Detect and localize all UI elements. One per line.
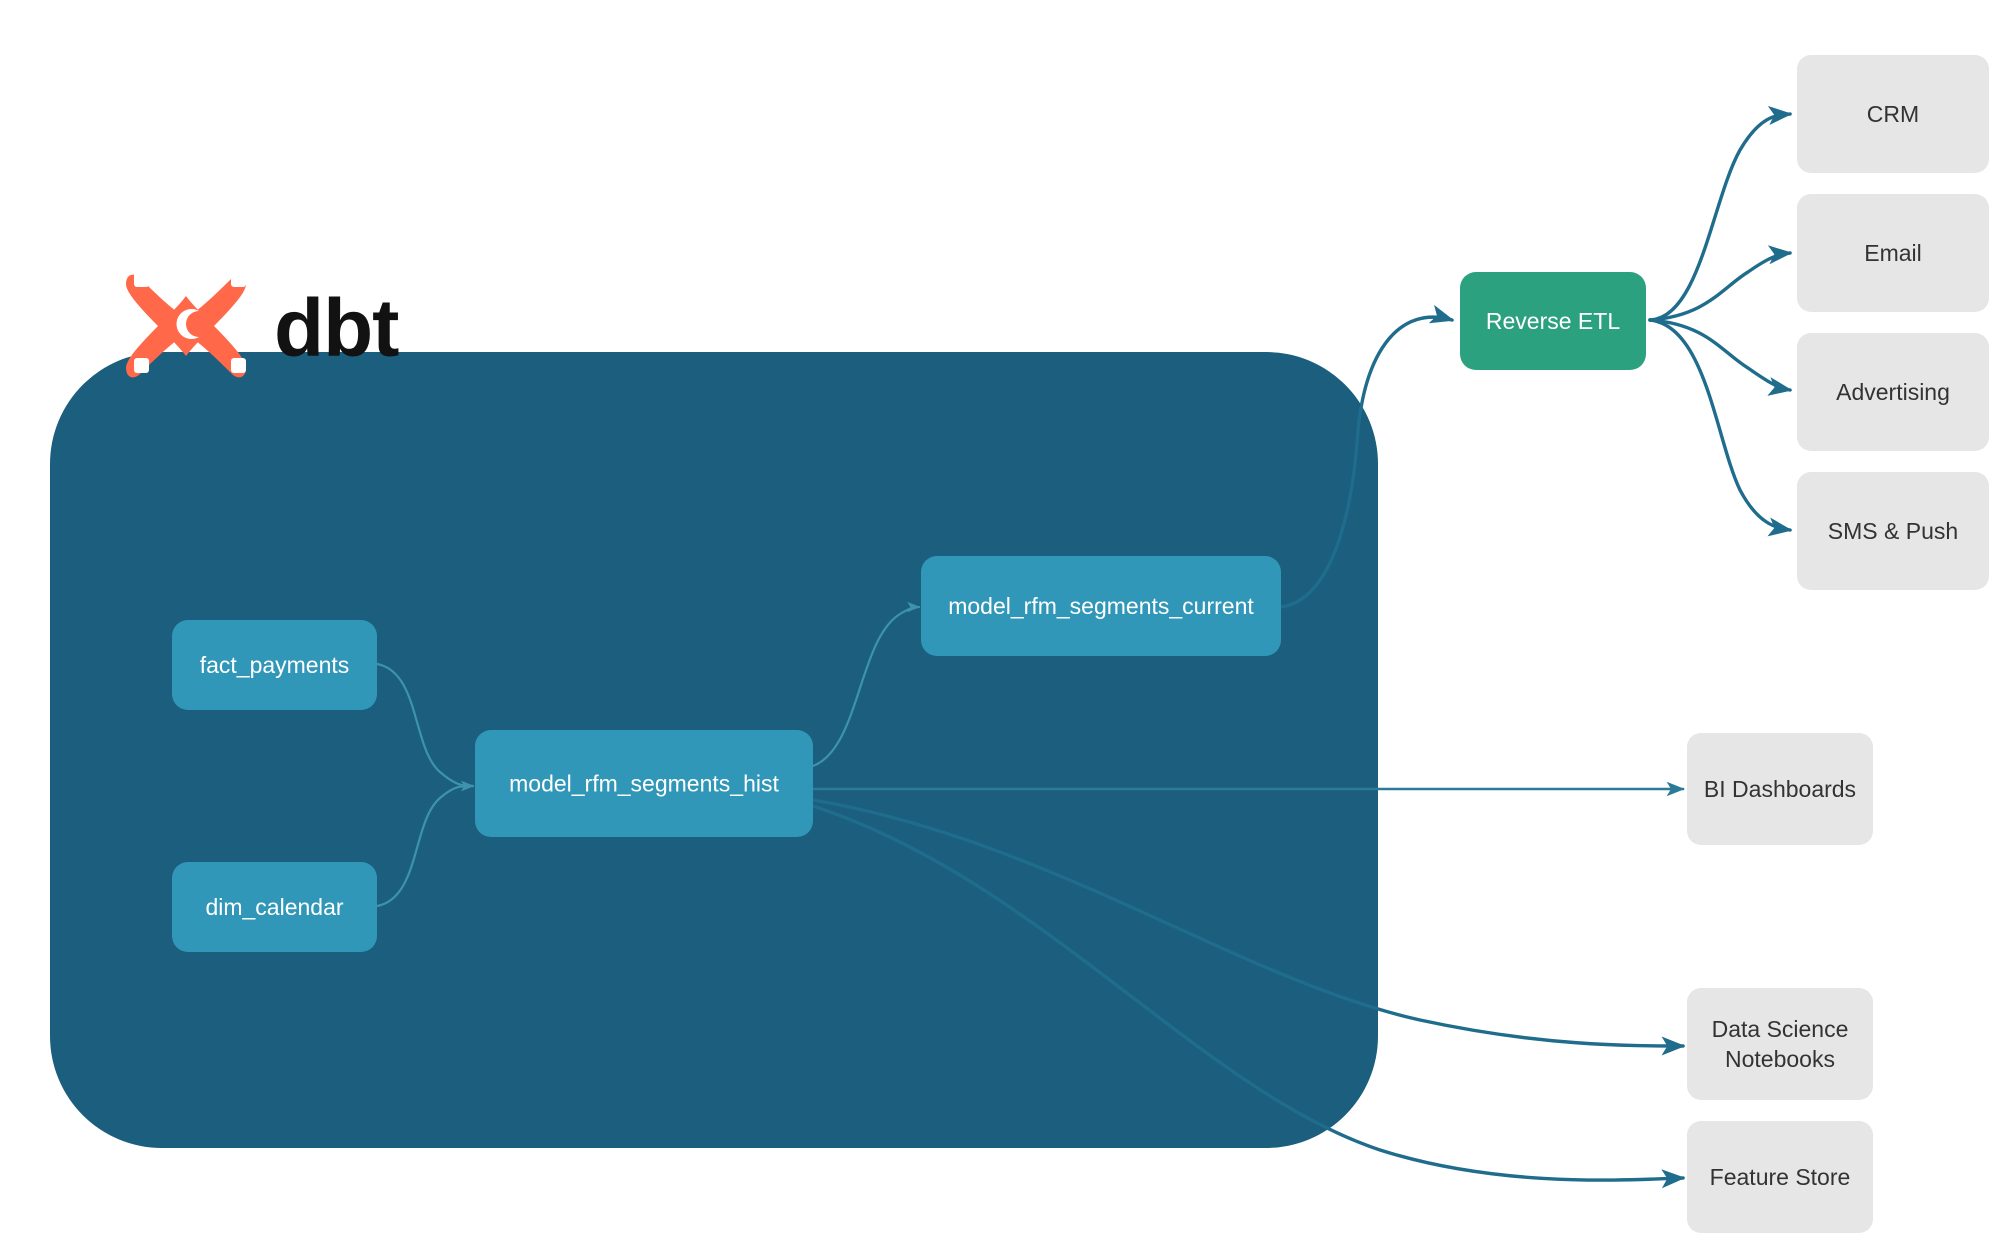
edge-reverse_etl-to-email [1648, 245, 1793, 322]
edge-model_rfm_segments_hist-to-ds_notebooks [811, 798, 1686, 1056]
dbt-logo-icon [126, 272, 246, 378]
destination-node-bg [1797, 194, 1989, 312]
model-node-bg [172, 862, 377, 952]
edges-layer [375, 106, 1793, 1189]
model-node-model_rfm_segments_current[interactable]: model_rfm_segments_current [921, 556, 1281, 656]
destination-node-crm[interactable]: CRM [1797, 55, 1989, 173]
edge-fact_payments-to-model_rfm_segments_hist [375, 662, 475, 792]
dbt-logo: dbt [126, 272, 400, 378]
dbt-wordmark: dbt [274, 283, 399, 374]
destination-node-bg [1687, 1121, 1873, 1233]
destination-node-sms_push[interactable]: SMS & Push [1797, 472, 1989, 590]
destination-node-label: Advertising [1836, 379, 1950, 405]
destination-node-bi_dashboards[interactable]: BI Dashboards [1687, 733, 1873, 845]
destination-node-bg [1797, 55, 1989, 173]
destination-node-email[interactable]: Email [1797, 194, 1989, 312]
reverse-etl-label: Reverse ETL [1486, 308, 1620, 334]
edge-model_rfm_segments_hist-to-feature_store [811, 804, 1686, 1189]
edge-reverse_etl-to-sms_push [1648, 318, 1793, 537]
model-nodes-layer: fact_payments dim_calendar model_rfm_segme… [172, 556, 1281, 952]
model-node-label: model_rfm_segments_hist [509, 771, 779, 797]
destination-node-label: BI Dashboards [1704, 776, 1856, 802]
destination-node-feature_store[interactable]: Feature Store [1687, 1121, 1873, 1233]
model-node-label: fact_payments [200, 652, 350, 678]
destination-node-label: Feature Store [1710, 1164, 1851, 1190]
edge-reverse_etl-to-crm [1648, 106, 1793, 322]
edge-model_rfm_segments_hist-to-model_rfm_segments_current [811, 601, 921, 768]
destination-node-advertising[interactable]: Advertising [1797, 333, 1989, 451]
edge-model_rfm_segments_current-to-reverse_etl [1279, 304, 1455, 609]
model-node-model_rfm_segments_hist[interactable]: model_rfm_segments_hist [475, 730, 813, 837]
model-node-bg [921, 556, 1281, 656]
model-node-label: dim_calendar [205, 894, 343, 920]
destination-node-bg [1797, 333, 1989, 451]
destination-node-label: SMS & Push [1828, 518, 1958, 544]
model-node-label: model_rfm_segments_current [948, 593, 1254, 619]
model-node-fact_payments[interactable]: fact_payments [172, 620, 377, 710]
model-node-bg [172, 620, 377, 710]
destination-node-bg [1797, 472, 1989, 590]
model-node-bg [475, 730, 813, 837]
destination-node-label: Data Science [1712, 1016, 1849, 1042]
edge-reverse_etl-to-advertising [1648, 318, 1793, 396]
destination-node-bg [1687, 733, 1873, 845]
edge-dim_calendar-to-model_rfm_segments_hist [375, 780, 475, 908]
reverse-etl-node[interactable]: Reverse ETL [1460, 272, 1646, 370]
destination-node-bg [1687, 988, 1873, 1100]
model-node-dim_calendar[interactable]: dim_calendar [172, 862, 377, 952]
destination-node-label: Email [1864, 240, 1922, 266]
destination-node-label: Notebooks [1725, 1046, 1835, 1072]
destination-node-label: CRM [1867, 101, 1919, 127]
